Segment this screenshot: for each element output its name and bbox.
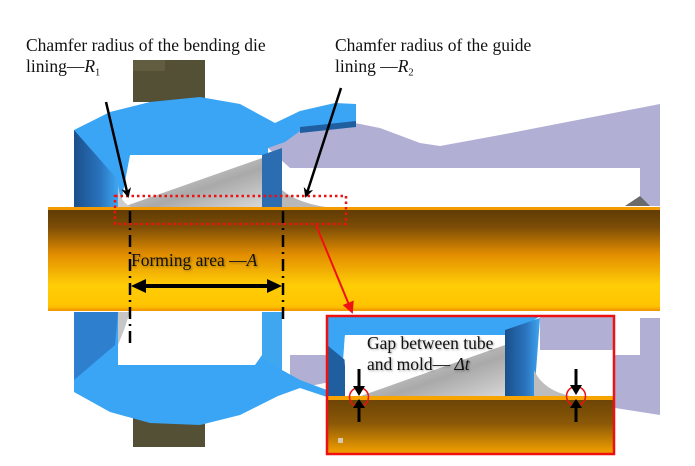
tube (48, 207, 660, 311)
gap-indicator-right (565, 369, 587, 422)
r1-annotation: Chamfer radius of the bending die lining… (26, 35, 266, 80)
r2-line2: lining —R2 (335, 56, 414, 79)
chamfer-wedge-top-left (120, 158, 262, 208)
forming-area-label: Forming area —A (131, 250, 258, 270)
gap-line1: Gap between tube (367, 333, 494, 353)
detail-inset (325, 314, 616, 456)
inset-pointer-arrow (315, 224, 354, 314)
r1-symbol: R (84, 56, 96, 76)
r1-leader-arrow (104, 101, 132, 198)
r1-line2: lining—R1 (26, 56, 101, 79)
clamp-block-top (133, 60, 205, 102)
forming-area-symbol: A (246, 250, 258, 270)
r2-symbol: R (397, 56, 409, 76)
r2-line1: Chamfer radius of the guide (335, 35, 532, 55)
r1-subscript: 1 (95, 67, 101, 79)
r2-annotation: Chamfer radius of the guide lining —R2 (335, 35, 531, 80)
r1-line1: Chamfer radius of the bending die (26, 35, 266, 55)
chamfer-r1-fillet (118, 185, 135, 208)
gap-annotation: Gap between tube and mold— Δt (367, 333, 493, 375)
guide-lining-bottom (74, 312, 340, 425)
highlight-region (113, 194, 348, 226)
r2-leader-arrow (303, 87, 343, 198)
gap-indicator-left (348, 369, 370, 422)
gap-symbol: Δt (454, 354, 470, 374)
gap-line2: and mold— Δt (367, 354, 470, 374)
chamfer-wedge-top-right (282, 190, 335, 208)
forming-area-arrow (131, 279, 282, 293)
bending-die-lining (74, 97, 356, 208)
r2-subscript: 2 (408, 67, 414, 79)
